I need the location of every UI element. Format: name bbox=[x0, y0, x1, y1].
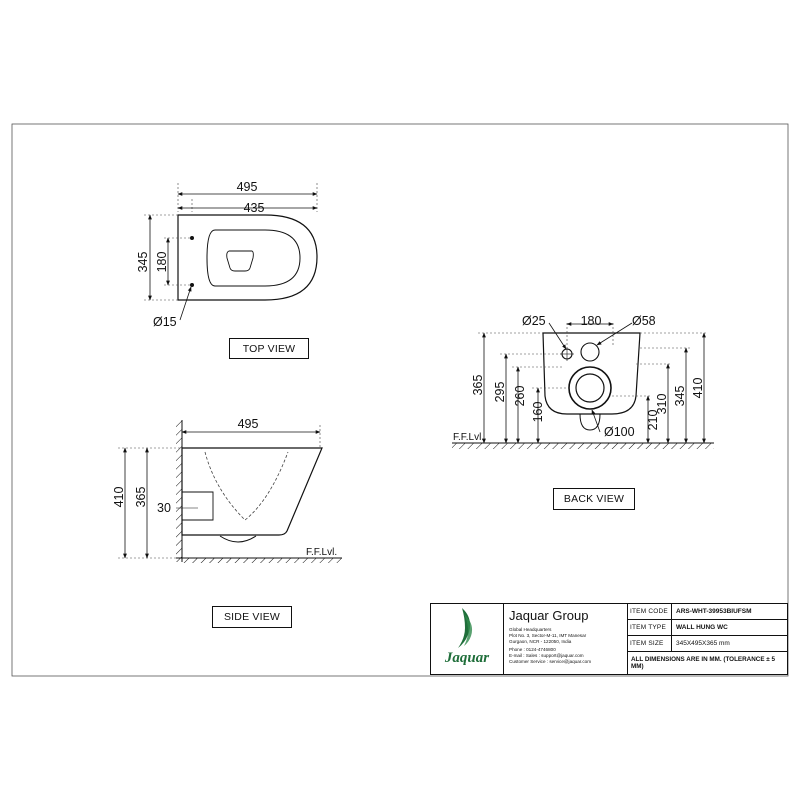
top-dim-overall-width: 495 bbox=[237, 180, 258, 194]
back-dim-365: 365 bbox=[471, 375, 485, 396]
item-type-label: ITEM TYPE bbox=[628, 620, 672, 635]
top-dim-inner-width: 435 bbox=[244, 201, 265, 215]
item-size-label: ITEM SIZE bbox=[628, 636, 672, 651]
back-dim-260: 260 bbox=[513, 386, 527, 407]
side-view-drawing: F.F.Lvl. 495 30 410 365 bbox=[112, 417, 342, 563]
item-size-row: ITEM SIZE 345X495X365 mm bbox=[628, 636, 787, 652]
dimension-note-row: ALL DIMENSIONS ARE IN MM. (TOLERANCE ± 5… bbox=[628, 652, 787, 674]
back-dim-hole-small: Ø25 bbox=[522, 314, 546, 328]
back-dim-410: 410 bbox=[691, 378, 705, 399]
side-floor-label: F.F.Lvl. bbox=[306, 547, 337, 558]
company-cell: Jaquar Group Global Headquarters Plot No… bbox=[504, 604, 628, 674]
back-view-label: BACK VIEW bbox=[553, 488, 635, 510]
info-cell: ITEM CODE ARS-WHT-39953BIUFSM ITEM TYPE … bbox=[628, 604, 787, 674]
back-dim-160: 160 bbox=[531, 402, 545, 423]
customer-service: Customer Service : service@jaquar.com bbox=[509, 659, 592, 664]
back-dim-210: 210 bbox=[646, 410, 660, 431]
side-dim-length: 495 bbox=[238, 417, 259, 431]
side-dim-height-bowl: 365 bbox=[134, 487, 148, 508]
top-view-label: TOP VIEW bbox=[229, 338, 309, 359]
dimension-note: ALL DIMENSIONS ARE IN MM. (TOLERANCE ± 5… bbox=[631, 656, 775, 670]
back-dim-345: 345 bbox=[673, 386, 687, 407]
company-name: Jaquar Group bbox=[509, 608, 589, 623]
item-code-row: ITEM CODE ARS-WHT-39953BIUFSM bbox=[628, 604, 787, 620]
back-dim-310: 310 bbox=[655, 394, 669, 415]
back-dim-outlet-dia: Ø100 bbox=[604, 425, 635, 439]
logo-cell: Jaquar bbox=[431, 604, 504, 674]
jaquar-logo-icon bbox=[458, 608, 473, 648]
sheet-border bbox=[11, 123, 789, 677]
back-view-drawing: F.F.Lvl. Ø25 180 Ø58 Ø100 365 295 bbox=[452, 314, 714, 449]
item-code-value: ARS-WHT-39953BIUFSM bbox=[676, 608, 752, 615]
side-view-label: SIDE VIEW bbox=[212, 606, 292, 628]
top-dim-fixing-spacing: 180 bbox=[155, 252, 169, 273]
side-dim-outlet: 30 bbox=[157, 501, 171, 515]
back-floor-label: F.F.Lvl. bbox=[453, 432, 484, 443]
side-dim-height-total: 410 bbox=[112, 487, 126, 508]
address-line2: Gurgaon, NCR - 122050, India bbox=[509, 639, 572, 644]
top-view-drawing: 495 435 345 180 Ø15 bbox=[136, 180, 318, 329]
top-dim-fixing-hole: Ø15 bbox=[153, 315, 177, 329]
back-dim-hole-spacing: 180 bbox=[581, 314, 602, 328]
back-dim-295: 295 bbox=[493, 382, 507, 403]
item-type-row: ITEM TYPE WALL HUNG WC bbox=[628, 620, 787, 636]
title-block: Jaquar Jaquar Group Global Headquarters … bbox=[430, 603, 788, 675]
top-dim-depth: 345 bbox=[136, 252, 150, 273]
item-code-label: ITEM CODE bbox=[628, 604, 672, 619]
address-line1: Plot No. 3, Sector-M-11, IMT Manesar bbox=[509, 633, 587, 638]
back-dim-hole-large: Ø58 bbox=[632, 314, 656, 328]
phone: Phone : 0124-4746800 bbox=[509, 647, 556, 652]
item-type-value: WALL HUNG WC bbox=[676, 624, 728, 631]
logo-wordmark: Jaquar bbox=[444, 650, 490, 666]
item-size-value: 345X495X365 mm bbox=[676, 640, 730, 647]
address-heading: Global Headquarters bbox=[509, 627, 552, 632]
email: E-mail : Sales : support@jaquar.com bbox=[509, 653, 584, 658]
